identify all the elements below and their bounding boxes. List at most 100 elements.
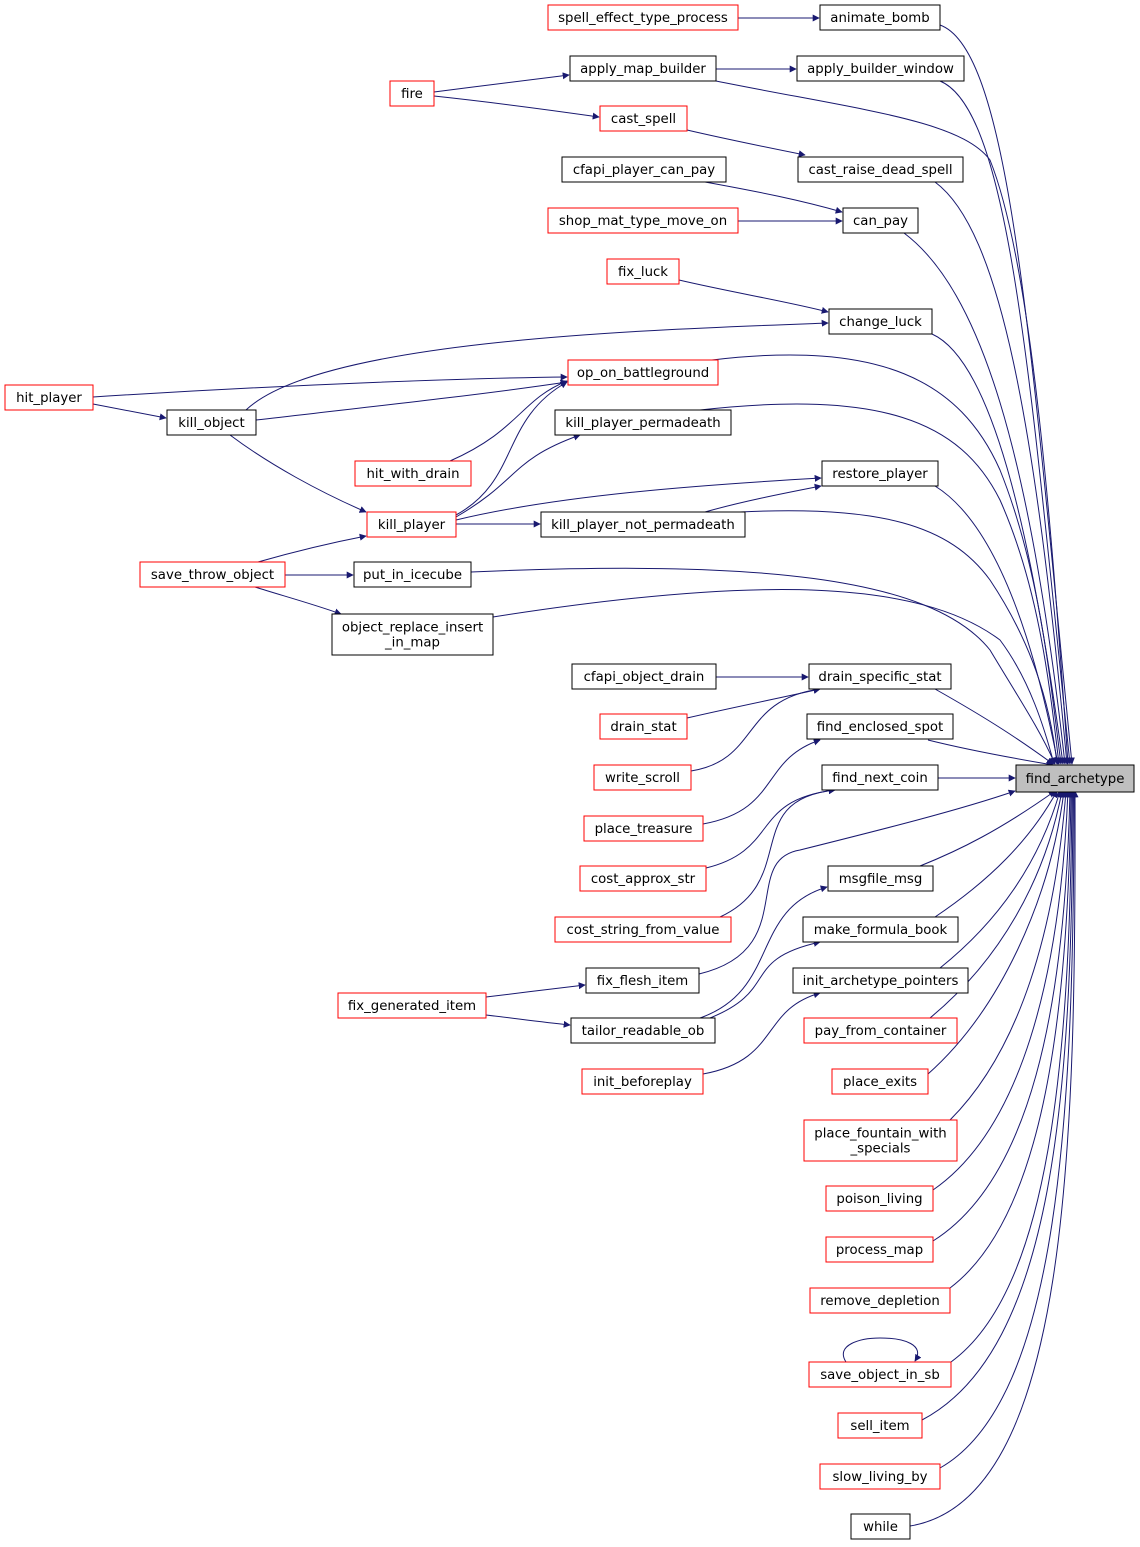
node-init-beforeplay[interactable]: init_beforeplay <box>581 1068 704 1095</box>
edge-hit_with_drain-to-op_on_battleground <box>449 380 568 462</box>
node-shop-mat-type-move-on[interactable]: shop_mat_type_move_on <box>547 207 739 234</box>
node-label: op_on_battleground <box>577 366 709 381</box>
node-change-luck[interactable]: change_luck <box>828 308 933 335</box>
node-hit-with-drain[interactable]: hit_with_drain <box>354 460 472 487</box>
edge-restore_player-to-find_archetype <box>934 485 1061 765</box>
edge-hit_player-to-op_on_battleground <box>92 373 568 398</box>
node-cast-raise-dead-spell[interactable]: cast_raise_dead_spell <box>797 156 964 183</box>
node-box <box>540 511 746 538</box>
edge-cost_string_from_value-to-find_next_coin <box>719 787 836 918</box>
node-object-replace-insert-in-map[interactable]: object_replace_insert_in_map <box>331 613 494 656</box>
edge-object_replace_insert_in_map-to-find_archetype <box>492 589 1056 765</box>
node-label: fix_generated_item <box>348 999 476 1014</box>
node-box <box>803 1017 958 1044</box>
node-label: tailor_readable_ob <box>582 1024 705 1039</box>
node-msgfile-msg[interactable]: msgfile_msg <box>827 865 934 892</box>
node-kill-player[interactable]: kill_player <box>366 511 457 538</box>
node-fire[interactable]: fire <box>389 80 435 107</box>
node-label: find_enclosed_spot <box>817 720 944 735</box>
node-label: kill_player <box>378 518 446 533</box>
edge-kill_player_not_permadeath-to-restore_player <box>704 483 822 513</box>
node-slow-living-by[interactable]: slow_living_by <box>819 1463 941 1490</box>
edge-fix_generated_item-to-tailor_readable_ob <box>485 1014 571 1028</box>
node-pay-from-container[interactable]: pay_from_container <box>803 1017 958 1044</box>
node-label: drain_stat <box>610 720 676 735</box>
node-box <box>837 1412 923 1439</box>
node-process-map[interactable]: process_map <box>825 1236 934 1263</box>
node-label: restore_player <box>832 467 928 482</box>
node-make-formula-book[interactable]: make_formula_book <box>802 916 959 943</box>
edge-while-to-find_archetype <box>909 790 1079 1527</box>
node-kill-object[interactable]: kill_object <box>166 409 257 436</box>
edge-apply_builder_window-to-find_archetype <box>939 80 1073 765</box>
node-can-pay[interactable]: can_pay <box>842 207 919 234</box>
node-box <box>808 663 952 690</box>
edge-msgfile_msg-to-find_archetype <box>919 790 1056 867</box>
node-kill-player-permadeath[interactable]: kill_player_permadeath <box>554 409 732 436</box>
node-label: place_exits <box>843 1075 917 1090</box>
node-label: make_formula_book <box>814 923 948 938</box>
node-label: init_beforeplay <box>593 1075 692 1090</box>
node-op-on-battleground[interactable]: op_on_battleground <box>567 359 719 386</box>
node-kill-player-not-permadeath[interactable]: kill_player_not_permadeath <box>540 511 746 538</box>
node-box <box>606 258 680 285</box>
node-apply-builder-window[interactable]: apply_builder_window <box>796 55 965 82</box>
edge-remove_depletion-to-find_archetype <box>949 790 1075 1289</box>
node-label: kill_player_permadeath <box>565 416 720 431</box>
edge-kill_object-to-change_luck <box>245 319 829 411</box>
node-box <box>337 992 487 1019</box>
node-box <box>166 409 257 436</box>
node-tailor-readable-ob[interactable]: tailor_readable_ob <box>570 1017 716 1044</box>
edge-op_on_battleground-to-find_archetype <box>711 354 1064 765</box>
node-label: cast_spell <box>611 112 676 127</box>
node-cast-spell[interactable]: cast_spell <box>599 105 688 132</box>
node-cost-approx-str[interactable]: cost_approx_str <box>579 865 707 892</box>
edge-fire-to-apply_map_builder <box>433 72 570 93</box>
node-put-in-icecube[interactable]: put_in_icecube <box>353 561 472 588</box>
node-cfapi-object-drain[interactable]: cfapi_object_drain <box>571 663 717 690</box>
edge-place_treasure-to-find_enclosed_spot <box>702 738 821 825</box>
node-write-scroll[interactable]: write_scroll <box>593 764 692 791</box>
nodes-layer: find_archetype animate_bomb spell_effect_t… <box>4 4 1135 1540</box>
node-box <box>571 663 717 690</box>
node-box <box>353 561 472 588</box>
node-drain-specific-stat[interactable]: drain_specific_stat <box>808 663 952 690</box>
node-box <box>796 55 965 82</box>
node-box <box>599 105 688 132</box>
edge-put_in_icecube-to-find_archetype <box>470 567 1056 765</box>
node-poison-living[interactable]: poison_living <box>825 1185 934 1212</box>
edge-poison_living-to-find_archetype <box>932 790 1072 1191</box>
node-label: write_scroll <box>605 771 680 786</box>
node-box <box>547 207 739 234</box>
node-label: kill_player_not_permadeath <box>551 518 735 533</box>
node-label: cfapi_object_drain <box>584 670 705 685</box>
node-while[interactable]: while <box>850 1513 911 1540</box>
node-box <box>806 713 954 740</box>
edge-kill_player-to-restore_player <box>455 474 822 521</box>
node-apply-map-builder[interactable]: apply_map_builder <box>569 55 717 82</box>
node-find-enclosed-spot[interactable]: find_enclosed_spot <box>806 713 954 740</box>
node-init-archetype-pointers[interactable]: init_archetype_pointers <box>792 967 969 994</box>
node-place-exits[interactable]: place_exits <box>831 1068 929 1095</box>
node-cost-string-from-value[interactable]: cost_string_from_value <box>554 916 732 943</box>
node-spell-effect-type-process[interactable]: spell_effect_type_process <box>547 4 739 31</box>
node-place-treasure[interactable]: place_treasure <box>583 815 704 842</box>
node-save-object-in-sb[interactable]: save_object_in_sb <box>808 1361 952 1388</box>
node-fix-luck[interactable]: fix_luck <box>606 258 680 285</box>
node-label: apply_map_builder <box>580 62 706 77</box>
node-drain-stat[interactable]: drain_stat <box>599 713 688 740</box>
node-place-fountain-with-specials[interactable]: place_fountain_with_specials <box>803 1119 958 1162</box>
node-animate-bomb[interactable]: animate_bomb <box>819 4 941 31</box>
node-cfapi-player-can-pay[interactable]: cfapi_player_can_pay <box>561 156 727 183</box>
node-save-throw-object[interactable]: save_throw_object <box>139 561 286 588</box>
node-hit-player[interactable]: hit_player <box>4 384 94 411</box>
node-find-next-coin[interactable]: find_next_coin <box>821 764 939 791</box>
node-sell-item[interactable]: sell_item <box>837 1412 923 1439</box>
node-find-archetype[interactable]: find_archetype <box>1015 764 1135 793</box>
node-restore-player[interactable]: restore_player <box>821 460 939 487</box>
node-label: hit_with_drain <box>366 467 459 482</box>
node-label: remove_depletion <box>820 1294 940 1309</box>
node-fix-generated-item[interactable]: fix_generated_item <box>337 992 487 1019</box>
node-fix-flesh-item[interactable]: fix_flesh_item <box>585 967 700 994</box>
node-remove-depletion[interactable]: remove_depletion <box>809 1287 951 1314</box>
